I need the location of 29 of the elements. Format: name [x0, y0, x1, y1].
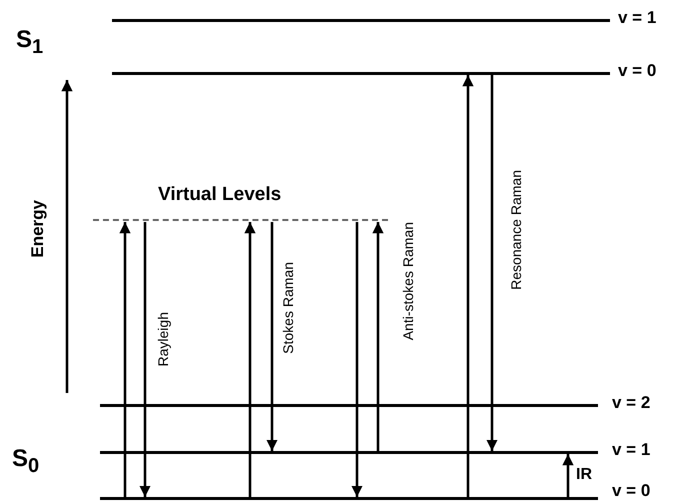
level-label: v = 0 [618, 61, 656, 81]
level-label: v = 2 [612, 393, 650, 413]
edge-label: IR [576, 466, 592, 484]
arrow [119, 222, 131, 497]
energy-level-line [112, 72, 610, 75]
arrow [562, 454, 574, 497]
energy-level-line [100, 497, 598, 500]
arrow [372, 222, 384, 451]
arrow [462, 75, 474, 497]
energy-level-line [100, 451, 598, 454]
edge-label: Stokes Raman [280, 262, 296, 354]
arrow [244, 222, 256, 497]
axis-label: Energy [28, 200, 48, 258]
state-label: S$_{0}$ [12, 445, 40, 478]
state-label: S$_{1}$ [16, 26, 44, 59]
edge-label: Resonance Raman [508, 170, 524, 290]
energy-level-line [112, 19, 610, 22]
arrow [486, 75, 498, 451]
arrow [139, 222, 151, 497]
virtual-level-line [93, 219, 388, 221]
level-label: v = 0 [612, 481, 650, 501]
edge-label: Anti-stokes Raman [400, 222, 416, 340]
level-label: Virtual Levels [158, 184, 282, 206]
level-label: v = 1 [612, 440, 650, 460]
edge-label: Rayleigh [155, 312, 171, 366]
arrow [351, 222, 363, 497]
arrow [266, 222, 278, 451]
level-label: v = 1 [618, 8, 656, 28]
energy-level-line [100, 404, 598, 407]
